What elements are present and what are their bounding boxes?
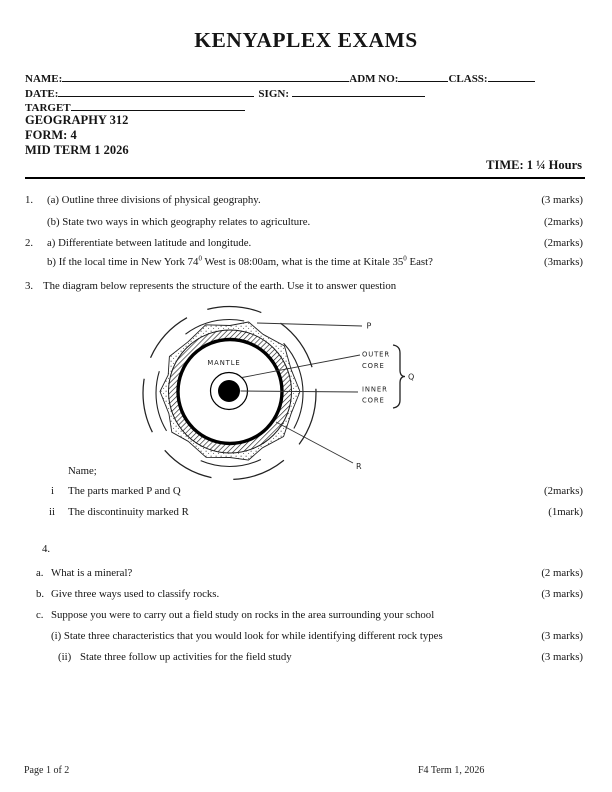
marks-label: (2marks) <box>544 216 583 228</box>
target-label: TARGET <box>25 102 71 114</box>
question-4cii: (ii) State three follow up activities fo… <box>25 651 583 665</box>
outer-core-label-line2: CORE <box>362 362 385 370</box>
class-label: CLASS: <box>448 73 488 85</box>
page-number: Page 1 of 2 <box>24 765 70 776</box>
question-text: (b) State two ways in which geography re… <box>47 216 311 228</box>
question-number: 4. <box>42 543 51 555</box>
marks-label: (3 marks) <box>541 588 583 600</box>
question-4b: b. Give three ways used to classify rock… <box>25 588 583 602</box>
marks-label: (2 marks) <box>541 567 583 579</box>
footer-term-label: F4 Term 1, 2026 <box>418 765 485 776</box>
subject-line: GEOGRAPHY 312 <box>25 113 129 127</box>
question-text: Suppose you were to carry out a field st… <box>51 609 435 621</box>
adm-no-label: ADM NO: <box>349 73 399 85</box>
question-text: State three follow up activities for the… <box>80 651 292 663</box>
inner-core-label-line1: INNER <box>362 386 388 394</box>
sign-blank <box>291 85 425 97</box>
question-text: The discontinuity marked R <box>68 506 189 518</box>
atmosphere-inner-dashed-ring <box>155 318 304 468</box>
inner-core-circle <box>218 380 240 402</box>
question-text: a) Differentiate between latitude and lo… <box>47 237 252 249</box>
marks-label: (1mark) <box>548 506 583 518</box>
marks-label: (3marks) <box>544 256 583 268</box>
question-1a: 1. (a) Outline three divisions of physic… <box>25 194 583 208</box>
marks-label: (2marks) <box>544 485 583 497</box>
question-4a: a. What is a mineral? (2 marks) <box>25 567 583 581</box>
pointer-line-inner-core <box>240 390 359 393</box>
question-number: (ii) <box>58 651 72 663</box>
header-row-target: TARGET <box>25 99 585 114</box>
question-text: The diagram below represents the structu… <box>43 280 397 292</box>
question-4c: c. Suppose you were to carry out a field… <box>25 609 583 623</box>
page-title: KENYAPLEX EXAMS <box>194 28 418 52</box>
question-number: i <box>51 485 54 497</box>
question-text: (a) Outline three divisions of physical … <box>47 194 261 206</box>
atmosphere-outer-dashed-ring <box>142 305 317 481</box>
degree-superscript: 0 <box>403 254 407 263</box>
header-divider <box>25 177 585 179</box>
question-text: b) If the local time in New York 740 Wes… <box>47 254 433 268</box>
degree-superscript: 0 <box>198 254 202 263</box>
page-footer: Page 1 of 2 F4 Term 1, 2026 <box>24 765 612 776</box>
marks-label: (3 marks) <box>541 651 583 663</box>
pointer-line-outer-core <box>241 354 361 378</box>
earth-structure-diagram: MANTLE P OUTER CORE INNER CORE Q R <box>142 305 415 481</box>
question-number: 2. <box>25 237 34 249</box>
name-label: NAME: <box>25 73 63 85</box>
question-text: The parts marked P and Q <box>68 485 181 497</box>
name-blank <box>62 70 350 82</box>
marks-label: (3 marks) <box>541 194 583 206</box>
question-text: Give three ways used to classify rocks. <box>51 588 220 600</box>
question-3i: i The parts marked P and Q (2marks) <box>25 485 583 499</box>
header-row-name: NAME: ADM NO: CLASS: <box>25 70 585 85</box>
label-q: Q <box>408 373 415 382</box>
question-3: 3. The diagram below represents the stru… <box>25 280 583 294</box>
question-text: What is a mineral? <box>51 567 133 579</box>
time-allowed: TIME: 1 ¼ Hours <box>486 158 582 172</box>
marks-label: (3 marks) <box>541 630 583 642</box>
question-number: 3. <box>25 280 34 292</box>
name-heading-row: Name; <box>25 465 583 479</box>
term-line: MID TERM 1 2026 <box>25 143 129 157</box>
class-blank <box>487 70 535 82</box>
question-number: 1. <box>25 194 34 206</box>
question-number: a. <box>36 567 44 579</box>
pointer-line-p <box>256 322 363 327</box>
question-text: (i) State three characteristics that you… <box>51 630 443 642</box>
question-3ii: ii The discontinuity marked R (1mark) <box>25 506 583 520</box>
outer-core-label-line1: OUTER <box>362 351 390 359</box>
question-1b: (b) State two ways in which geography re… <box>25 216 583 230</box>
date-blank <box>58 85 255 97</box>
inner-core-label-line2: CORE <box>362 397 385 405</box>
mantle-label: MANTLE <box>207 359 240 367</box>
label-r: R <box>356 462 362 471</box>
marks-label: (2marks) <box>544 237 583 249</box>
target-blank <box>70 99 245 111</box>
label-p: P <box>367 322 372 331</box>
date-label: DATE: <box>25 88 59 100</box>
question-number: ii <box>49 506 55 518</box>
question-number: c. <box>36 609 44 621</box>
pointer-line-r <box>275 421 354 464</box>
question-4-heading: 4. <box>25 543 583 557</box>
name-heading: Name; <box>68 465 97 477</box>
question-2b: b) If the local time in New York 740 Wes… <box>25 254 583 270</box>
question-4ci: (i) State three characteristics that you… <box>25 630 583 644</box>
question-2a: 2. a) Differentiate between latitude and… <box>25 237 583 251</box>
form-line: FORM: 4 <box>25 128 77 142</box>
header-row-date: DATE: SIGN: <box>25 85 585 100</box>
question-number: b. <box>36 588 45 600</box>
q-brace <box>392 344 406 409</box>
adm-no-blank <box>398 70 449 82</box>
sign-label: SIGN: <box>258 88 289 100</box>
